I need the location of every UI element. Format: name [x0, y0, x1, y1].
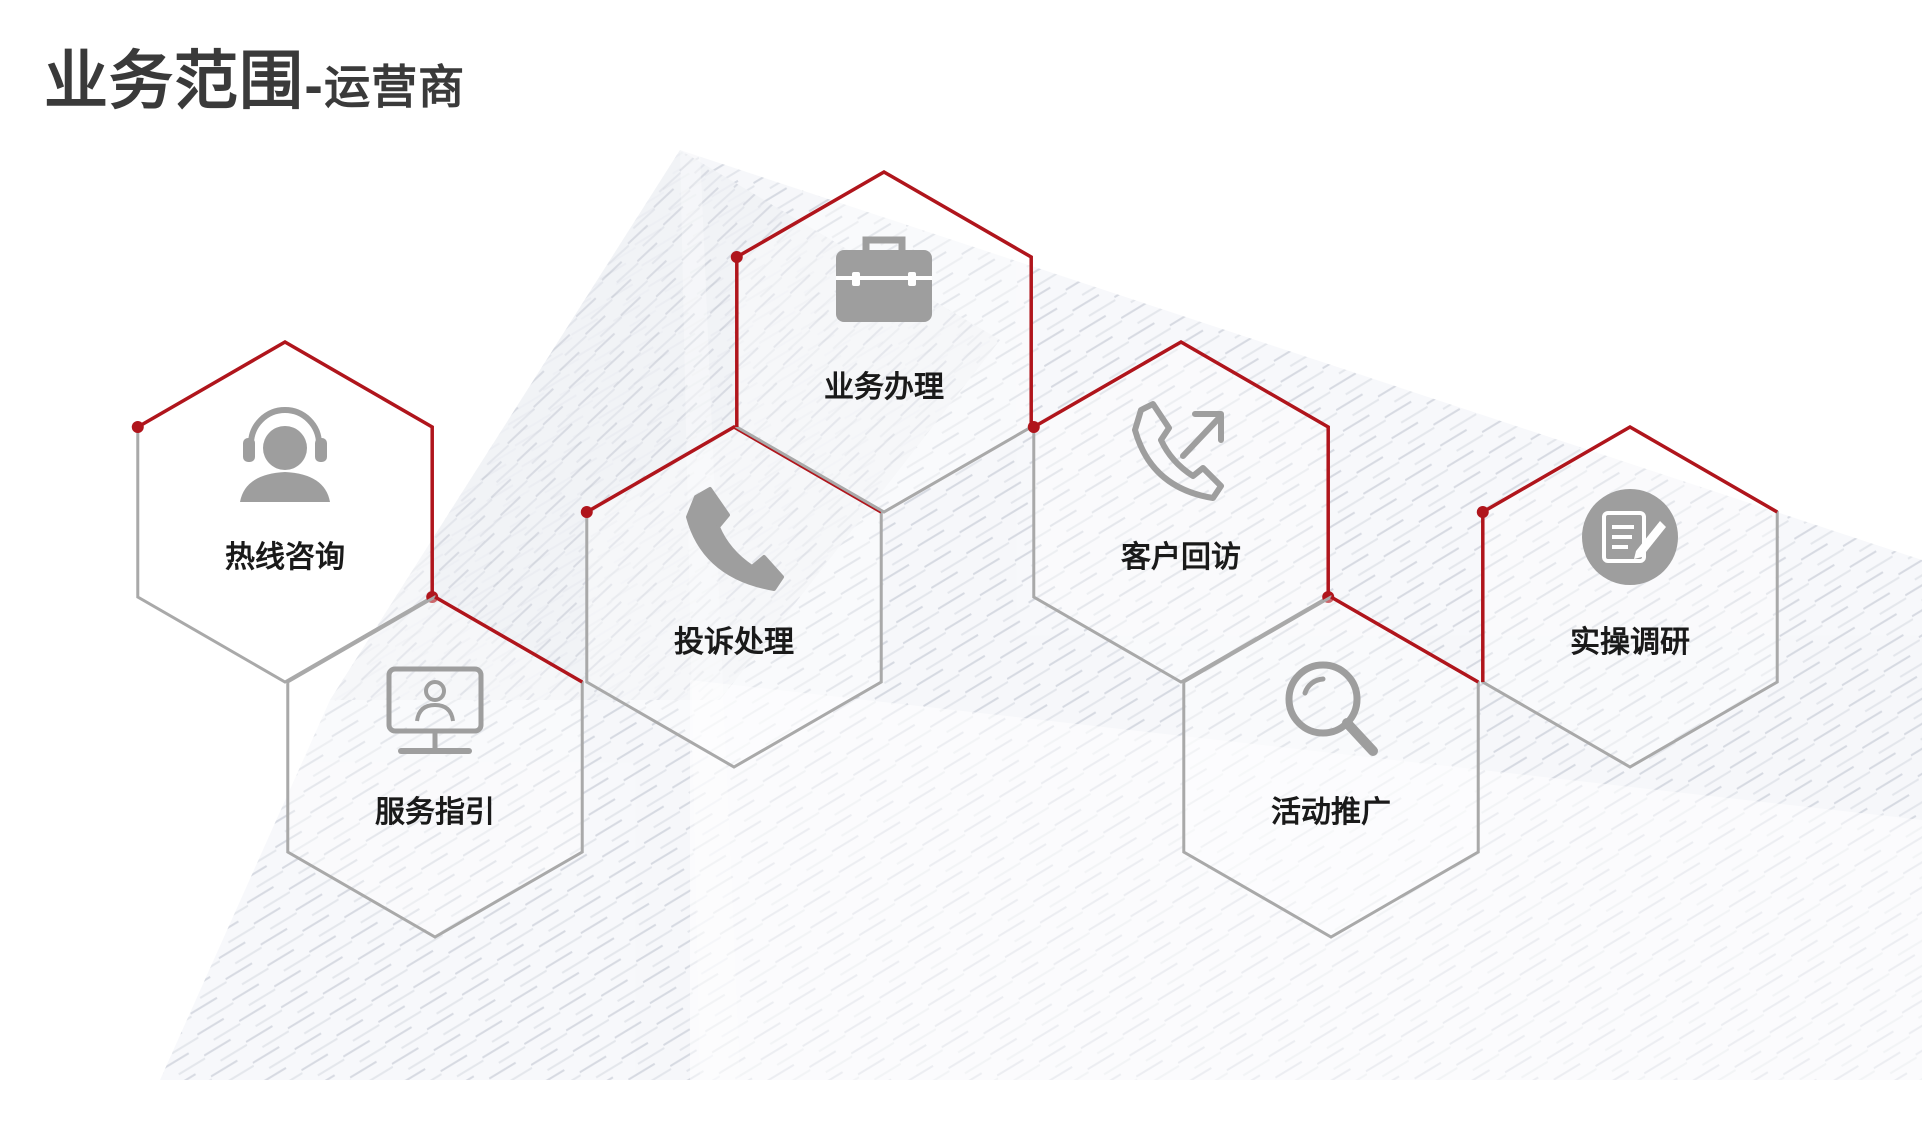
hexagon-2[interactable]: 服务指引 — [286, 595, 584, 939]
hexagon-accent-edge — [136, 339, 434, 597]
hexagon-label: 热线咨询 — [225, 540, 345, 575]
hexagon-outline — [286, 595, 584, 939]
hexagon-7[interactable]: 实操调研 — [1476, 424, 1779, 769]
headset-agent-icon — [240, 407, 330, 502]
hexagon-label: 实操调研 — [1570, 625, 1690, 660]
hexagon-accent-edge — [735, 169, 1033, 427]
building-background — [160, 150, 1922, 1080]
page-title-sub: -运营商 — [304, 60, 466, 114]
phone-handset-icon — [686, 487, 784, 591]
junction-dot — [580, 506, 593, 518]
junction-dot — [1476, 506, 1489, 518]
junction-dot — [1027, 421, 1040, 433]
magnifier-icon — [1285, 661, 1378, 756]
hexagon-3[interactable]: 投诉处理 — [580, 424, 883, 769]
page-title: 业务范围-运营商 — [44, 30, 465, 122]
hexagon-1[interactable]: 热线咨询 — [131, 339, 439, 684]
briefcase-icon — [836, 236, 932, 322]
hexagon-accent-edge — [434, 595, 584, 684]
page-title-main: 业务范围 — [44, 45, 304, 119]
notepad-edit-icon — [1582, 489, 1678, 585]
hexagon-label: 投诉处理 — [674, 625, 794, 660]
hexagon-label: 活动推广 — [1271, 795, 1391, 830]
hexagon-accent-edge — [1330, 595, 1480, 684]
junction-dot — [730, 251, 743, 263]
hexagon-accent-edge — [1032, 339, 1330, 597]
hexagon-outline — [1182, 595, 1480, 939]
hexagon-label: 客户回访 — [1121, 540, 1241, 575]
junction-dot — [131, 421, 144, 433]
monitor-user-icon — [386, 666, 484, 754]
hexagon-6[interactable]: 活动推广 — [1182, 595, 1480, 939]
hexagon-label: 服务指引 — [375, 795, 495, 830]
hexagon-accent-edge — [1481, 424, 1779, 682]
hexagon-4[interactable]: 业务办理 — [730, 169, 1033, 514]
hexagon-5[interactable]: 客户回访 — [1027, 339, 1335, 684]
phone-callback-icon — [1132, 401, 1224, 501]
hexagon-label: 业务办理 — [824, 370, 944, 405]
